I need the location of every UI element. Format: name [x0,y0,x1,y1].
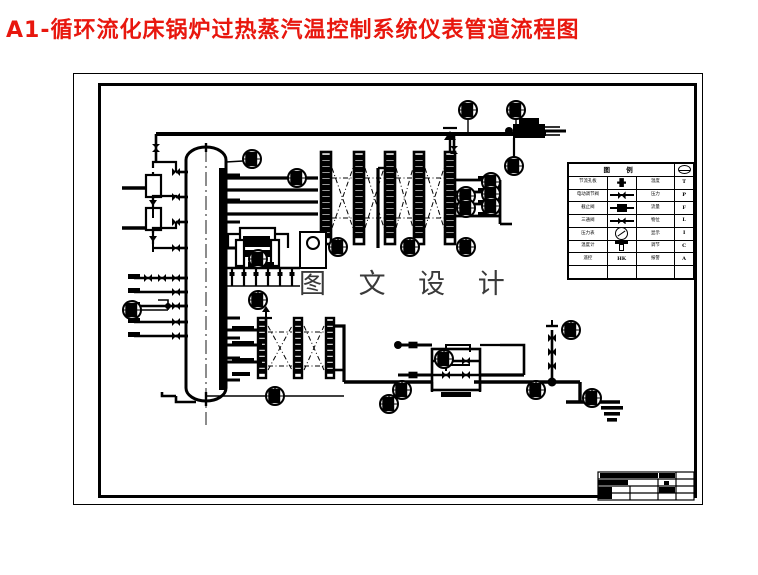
legend-label-orifice: 节流孔板 [568,175,608,190]
legend-row: 压力表 显示 I [568,226,694,241]
legend-label-three-way-valve: 三通阀 [568,214,608,228]
legend-code-alarm: A [674,252,694,267]
legend-symbol-pressure-gauge [606,226,637,241]
legend-label-pressure-gauge: 压力表 [568,226,608,241]
legend-symbol-orifice [606,175,637,190]
legend-symbol-empty [606,265,637,279]
legend-label-level: 物位 [635,214,676,228]
legend-code-indicate: I [674,226,694,241]
legend-code-level: L [674,214,694,228]
pressure-gauge-icon [615,228,629,240]
legend-code-flow: F [674,201,694,216]
legend-label-thermometer: 温度计 [568,239,608,254]
legend-code-pressure: P [674,188,694,203]
legend-label-flow: 流量 [635,201,676,216]
legend-symbol-remote-control: HK [606,252,637,267]
legend-symbol-globe-valve [606,201,637,216]
legend-row: 节流孔板 温度 T [568,175,694,190]
legend-row: 三通阀 物位 L [568,214,694,228]
legend-row [568,265,694,279]
legend-label-empty2 [635,265,676,279]
legend-label-indicate: 显示 [635,226,676,241]
legend-header: 图 例 [567,163,676,177]
legend-label-pressure: 压力 [635,188,676,203]
legend-table: 图 例 节流孔板 温度 T 电动调节阀 压力 P 截止阀 流量 F 三通阀 [567,162,695,280]
legend-code-temperature: T [674,175,694,190]
control-valve-icon [609,191,634,199]
legend-row: 温度计 调节 C [568,239,694,254]
legend-symbol-thermometer [606,239,637,254]
legend-symbol-three-way-valve [606,214,637,228]
legend-label-empty [568,265,608,279]
legend-label-regulate: 调节 [635,239,676,254]
globe-valve-icon [609,204,634,213]
drawing-sheet [73,73,703,505]
legend-code-regulate: C [674,239,694,254]
thermometer-icon [615,241,629,251]
frame-outer-border [73,73,703,505]
ellipse-icon [677,165,691,175]
watermark-text: 图 文 设 计 [299,269,517,300]
legend-symbol-control-valve [606,188,637,203]
legend-row: 截止阀 流量 F [568,201,694,216]
legend-label-alarm: 报警 [635,252,676,267]
three-way-valve-icon [609,216,634,225]
frame-inner-border [98,83,697,498]
legend-label-temperature: 温度 [635,175,676,190]
legend-code-empty [674,265,694,279]
orifice-plate-icon [617,178,627,188]
page-title: A1-循环流化床锅炉过热蒸汽温控制系统仪表管道流程图 [6,18,580,43]
legend-row: 遥控 HK 报警 A [568,252,694,267]
legend-header-symbol [674,163,694,177]
legend-label-control-valve: 电动调节阀 [568,188,608,203]
legend-row: 电动调节阀 压力 P [568,188,694,203]
legend-label-globe-valve: 截止阀 [568,201,608,216]
legend-label-remote-control: 遥控 [568,252,608,267]
